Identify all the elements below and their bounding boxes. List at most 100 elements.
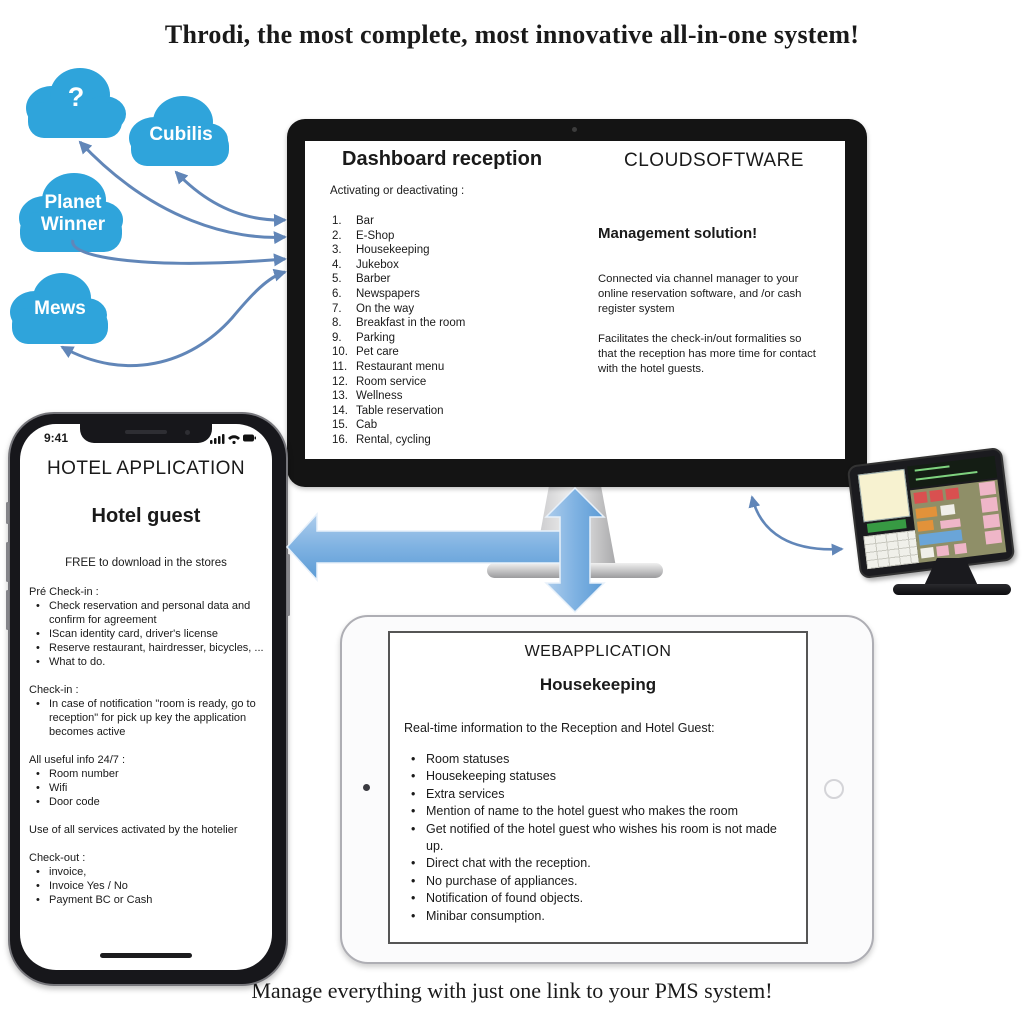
bullet-item: In case of notification "room is ready, … bbox=[29, 697, 267, 739]
wifi-icon bbox=[228, 435, 240, 445]
section-label: Check-out : bbox=[29, 852, 86, 864]
housekeeping-heading: Housekeeping bbox=[539, 675, 657, 694]
question-cloud-icon bbox=[26, 68, 126, 138]
bullet-item: invoice, bbox=[29, 865, 267, 879]
dashboard-service-item: Parking bbox=[332, 331, 395, 345]
management-solution-heading: Management solution! bbox=[598, 225, 758, 242]
phone-mute-switch bbox=[6, 502, 9, 524]
phone-section-checkout: Check-out : invoice,Invoice Yes / NoPaym… bbox=[29, 851, 267, 907]
bullet-item: Check reservation and personal data and … bbox=[29, 599, 267, 627]
phone-volume-down-button bbox=[6, 590, 9, 630]
bullet-item: Room statuses bbox=[404, 751, 792, 769]
housekeeping-bullet-list: Room statusesHousekeeping statusesExtra … bbox=[404, 751, 792, 925]
dashboard-service-item: Barber bbox=[332, 272, 391, 286]
dashboard-service-item: On the way bbox=[332, 302, 415, 316]
section-label: Use of all services activated by the hot… bbox=[29, 824, 238, 836]
cellular-signal-icon bbox=[210, 434, 225, 444]
housekeeping-intro: Real-time information to the Reception a… bbox=[404, 721, 715, 735]
section-label: All useful info 24/7 : bbox=[29, 754, 126, 766]
connector-arrow-mews bbox=[60, 268, 287, 367]
section-label: Check-in : bbox=[29, 684, 79, 696]
dashboard-service-item: Breakfast in the room bbox=[332, 316, 466, 330]
tablet-home-button bbox=[824, 779, 844, 799]
dashboard-service-item: Jukebox bbox=[332, 258, 399, 272]
dashboard-service-item: Rental, cycling bbox=[332, 433, 431, 447]
status-icons bbox=[210, 432, 256, 447]
bullet-item: Payment BC or Cash bbox=[29, 893, 267, 907]
bullet-item: Get notified of the hotel guest who wish… bbox=[404, 821, 792, 856]
dashboard-service-item: Wellness bbox=[332, 389, 403, 403]
cloudsoftware-paragraph-1: Connected via channel manager to your on… bbox=[598, 273, 802, 316]
cloud-label-cubilis: Cubilis bbox=[149, 124, 213, 145]
webapplication-panel: WEBAPPLICATION Housekeeping Real-time in… bbox=[388, 631, 808, 944]
dashboard-service-item: Pet care bbox=[332, 345, 399, 359]
dashboard-title: Dashboard reception bbox=[342, 148, 543, 170]
section-bullet-list: invoice,Invoice Yes / NoPayment BC or Ca… bbox=[29, 865, 267, 907]
phone-section-checkin: Check-in : In case of notification "room… bbox=[29, 683, 267, 739]
section-bullet-list: Check reservation and personal data and … bbox=[29, 599, 267, 669]
home-indicator bbox=[100, 953, 192, 958]
phone-speaker-icon bbox=[125, 430, 167, 434]
pos-stand-base bbox=[893, 584, 1011, 595]
bullet-item: Reserve restaurant, hairdresser, bicycle… bbox=[29, 641, 267, 655]
phone-notch bbox=[80, 424, 212, 443]
cloudsoftware-panel: CLOUDSOFTWARE Management solution! Conne… bbox=[598, 150, 830, 377]
page-title: Throdi, the most complete, most innovati… bbox=[164, 20, 860, 49]
hotel-guest-heading: Hotel guest bbox=[91, 505, 201, 527]
bullet-item: Room number bbox=[29, 767, 267, 781]
dashboard-service-item: Cab bbox=[332, 418, 378, 432]
phone-section-pre-checkin: Pré Check-in : Check reservation and per… bbox=[29, 585, 267, 669]
dashboard-service-item: Room service bbox=[332, 375, 427, 389]
sync-arrow-tablet bbox=[544, 486, 606, 614]
dashboard-service-item: Table reservation bbox=[332, 404, 444, 418]
webcam-icon bbox=[572, 127, 577, 132]
bullet-item: Notification of found objects. bbox=[404, 890, 792, 908]
section-label: Pré Check-in : bbox=[29, 586, 99, 598]
bullet-item: Housekeeping statuses bbox=[404, 768, 792, 786]
dashboard-service-item: E-Shop bbox=[332, 229, 395, 243]
bullet-item: Door code bbox=[29, 795, 267, 809]
smartphone-screen: 9:41 HOTEL APPL bbox=[20, 424, 272, 970]
cloud-label-question: ? bbox=[67, 82, 85, 112]
section-bullet-list: Room numberWifiDoor code bbox=[29, 767, 267, 809]
connector-arrow-planet-winner bbox=[71, 239, 287, 267]
dashboard-service-item: Newspapers bbox=[332, 287, 420, 301]
phone-power-button bbox=[287, 554, 290, 616]
phone-body: Pré Check-in : Check reservation and per… bbox=[20, 585, 272, 907]
bullet-item: Minibar consumption. bbox=[404, 908, 792, 926]
phone-camera-icon bbox=[185, 430, 190, 435]
dashboard-service-item: Restaurant menu bbox=[332, 360, 445, 374]
dashboard-service-item: Housekeeping bbox=[332, 243, 430, 257]
bullet-item: IScan identity card, driver's license bbox=[29, 627, 267, 641]
bullet-item: Direct chat with the reception. bbox=[404, 855, 792, 873]
webapplication-title: WEBAPPLICATION bbox=[524, 643, 672, 660]
cloudsoftware-paragraph-2: Facilitates the check-in/out formalities… bbox=[598, 332, 816, 376]
bullet-item: What to do. bbox=[29, 655, 267, 669]
dashboard-service-item: Bar bbox=[332, 214, 374, 228]
connector-arrow-question bbox=[78, 140, 287, 245]
footer-caption: Manage everything with just one link to … bbox=[251, 978, 773, 1003]
tablet-camera-icon bbox=[363, 784, 370, 791]
bullet-item: Invoice Yes / No bbox=[29, 879, 267, 893]
bullet-item: No purchase of appliances. bbox=[404, 873, 792, 891]
pos-terminal bbox=[845, 446, 1023, 602]
cloudsoftware-title: CLOUDSOFTWARE bbox=[624, 150, 804, 171]
phone-volume-up-button bbox=[6, 542, 9, 582]
free-download-subheading: FREE to download in the stores bbox=[65, 557, 227, 569]
bullet-item: Mention of name to the hotel guest who m… bbox=[404, 803, 792, 821]
section-bullet-list: In case of notification "room is ready, … bbox=[29, 697, 267, 739]
dashboard-reception-panel: Dashboard reception Activating or deacti… bbox=[330, 148, 592, 448]
battery-icon bbox=[243, 434, 256, 442]
bullet-item: Wifi bbox=[29, 781, 267, 795]
bullet-item: Extra services bbox=[404, 786, 792, 804]
status-time: 9:41 bbox=[44, 431, 69, 445]
hotel-application-title: HOTEL APPLICATION bbox=[47, 458, 245, 479]
connector-arrow-pos bbox=[748, 495, 844, 556]
phone-status-bar: 9:41 bbox=[20, 424, 272, 451]
dashboard-subtitle: Activating or deactivating : bbox=[330, 185, 465, 197]
phone-section-useful-info: All useful info 24/7 : Room numberWifiDo… bbox=[29, 753, 267, 809]
